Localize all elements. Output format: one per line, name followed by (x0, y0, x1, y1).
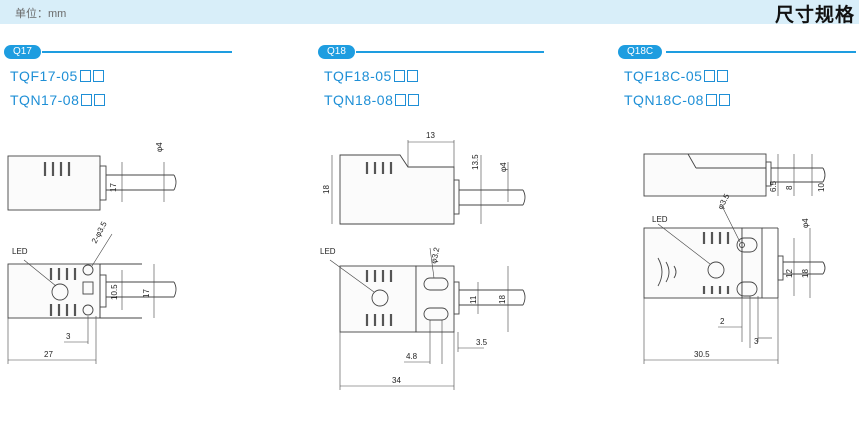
dim-cable-diameter: φ4 (499, 162, 508, 172)
dim-hole: φ3.2 (429, 246, 441, 264)
dim-hole: 2-φ3.5 (90, 220, 109, 245)
led-label: LED (320, 247, 336, 256)
dim-w2: 3 (754, 337, 759, 346)
section-tag: Q18C (618, 45, 663, 59)
dim-height-front: 18 (498, 295, 507, 304)
model-name: TQN18C-08 (624, 92, 730, 108)
unit-label: 单位：mm (15, 8, 67, 20)
led-label: LED (12, 247, 28, 256)
dimension-drawing-q18c: LED φ3.5 φ4 6.5 8 10 12 18 2 3 30.5 (643, 153, 826, 364)
dim-total-width: 27 (44, 350, 53, 359)
dim-pitch: 10.5 (110, 284, 119, 300)
dim-total-width: 30.5 (694, 350, 710, 359)
section-tag: Q17 (4, 45, 41, 59)
section-q18: Q18 TQF18-05 TQN18-08 (318, 42, 558, 422)
dim-height-front: 17 (142, 289, 151, 298)
dim-w1: 4.8 (406, 352, 418, 361)
dim-s1: 6.5 (769, 180, 778, 192)
dim-w2: 3.5 (476, 338, 488, 347)
section-tag: Q18 (318, 45, 355, 59)
dim-height: 18 (322, 185, 331, 194)
dimension-drawing-q17: LED φ4 17 2-φ3.5 10.5 17 3 27 (7, 142, 177, 364)
section-divider (356, 51, 544, 53)
dim-s2: 8 (785, 185, 794, 190)
dim-height: 17 (109, 183, 118, 192)
dimension-drawing-q18: 13 13.5 φ4 18 LED φ3.2 11 18 4.8 3.5 34 (320, 131, 526, 390)
dim-small: 3 (66, 332, 71, 341)
dim-top-height: 13.5 (471, 154, 480, 170)
model-name: TQN18-08 (324, 92, 420, 108)
section-divider (666, 51, 856, 53)
dim-total-width: 34 (392, 376, 401, 385)
dim-pitch: 12 (785, 269, 794, 278)
dim-slot-height: 11 (469, 295, 478, 304)
model-name: TQF18C-05 (624, 68, 729, 84)
dim-top-width: 13 (426, 131, 435, 140)
section-divider (42, 51, 232, 53)
dim-s3: 10 (817, 183, 826, 192)
section-q17: Q17 TQF17-05 TQN17-08 (4, 42, 244, 422)
model-name: TQF17-05 (10, 68, 104, 84)
section-q18c: Q18C TQF18C-05 TQN18C-08 (618, 42, 858, 422)
dim-cable-diameter: φ4 (155, 142, 164, 152)
page-header: 单位：mm 尺寸规格 (0, 0, 859, 26)
model-name: TQN17-08 (10, 92, 106, 108)
dim-cable-diameter: φ4 (801, 218, 810, 228)
dim-height-front: 18 (801, 269, 810, 278)
page-title: 尺寸规格 (774, 5, 855, 26)
dim-w1: 2 (720, 317, 725, 326)
led-label: LED (652, 215, 668, 224)
model-name: TQF18-05 (324, 68, 418, 84)
